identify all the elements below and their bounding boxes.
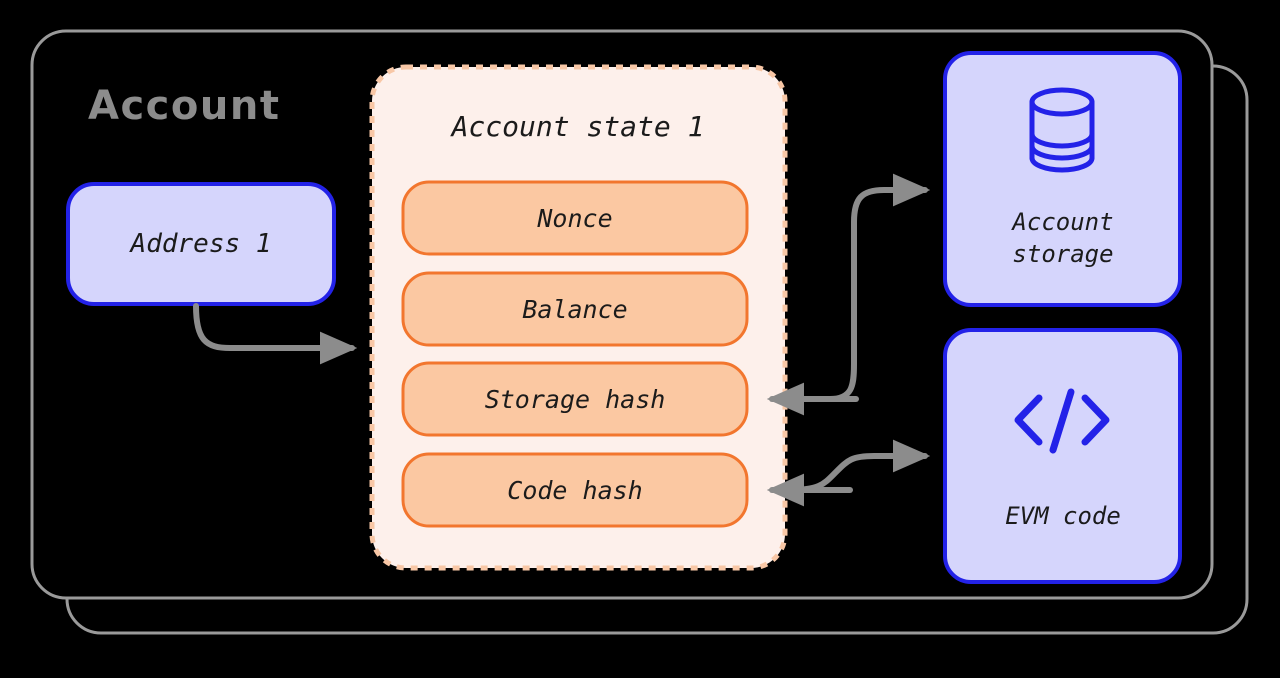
code-brackets-icon bbox=[1014, 388, 1110, 454]
evm-code-node[interactable] bbox=[943, 328, 1182, 584]
field-pill-code-hash[interactable] bbox=[401, 452, 749, 528]
account-storage-node[interactable] bbox=[943, 51, 1182, 307]
database-icon bbox=[1029, 87, 1095, 173]
field-pill-balance[interactable] bbox=[401, 271, 749, 347]
field-pill-storage-hash[interactable] bbox=[401, 361, 749, 437]
connector-address-to-state bbox=[193, 303, 358, 365]
address-node[interactable] bbox=[66, 182, 336, 306]
field-pill-nonce[interactable] bbox=[401, 180, 749, 256]
